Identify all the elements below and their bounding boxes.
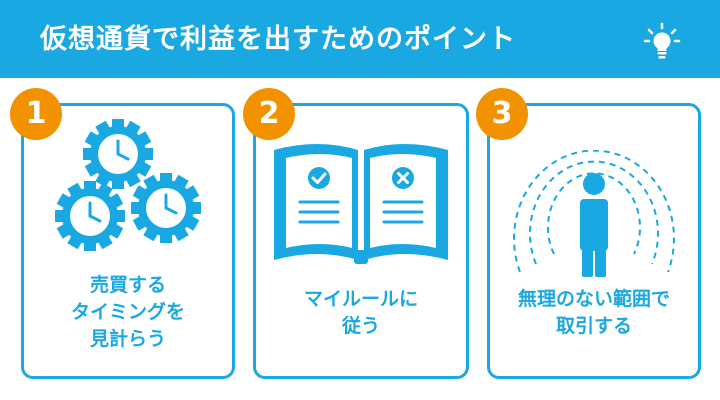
point-number-badge-1: 1 [10,88,62,140]
header-banner: 仮想通貨で利益を出すためのポイント [0,0,720,78]
point-number-badge-2: 2 [243,88,295,140]
caption-line: 取引する [555,315,632,337]
caption-line: 売買する [89,274,166,296]
lightbulb-icon [643,22,681,59]
caption-line: 従う [341,315,380,337]
point-caption-2: マイルールに 従う [256,286,466,340]
caption-line: 無理のない範囲で [517,288,670,310]
caption-line: 見計らう [89,328,166,350]
page-title: 仮想通貨で利益を出すためのポイント [40,24,516,55]
open-book-icon [274,144,448,264]
person-boundary-icon [513,150,675,277]
caption-line: マイルールに [303,288,418,310]
point-number-badge-3: 3 [476,88,528,140]
caption-line: タイミングを [70,301,185,323]
point-caption-3: 無理のない範囲で 取引する [489,286,699,340]
point-caption-1: 売買する タイミングを 見計らう [24,272,232,353]
gears-clock-icon [53,118,203,253]
